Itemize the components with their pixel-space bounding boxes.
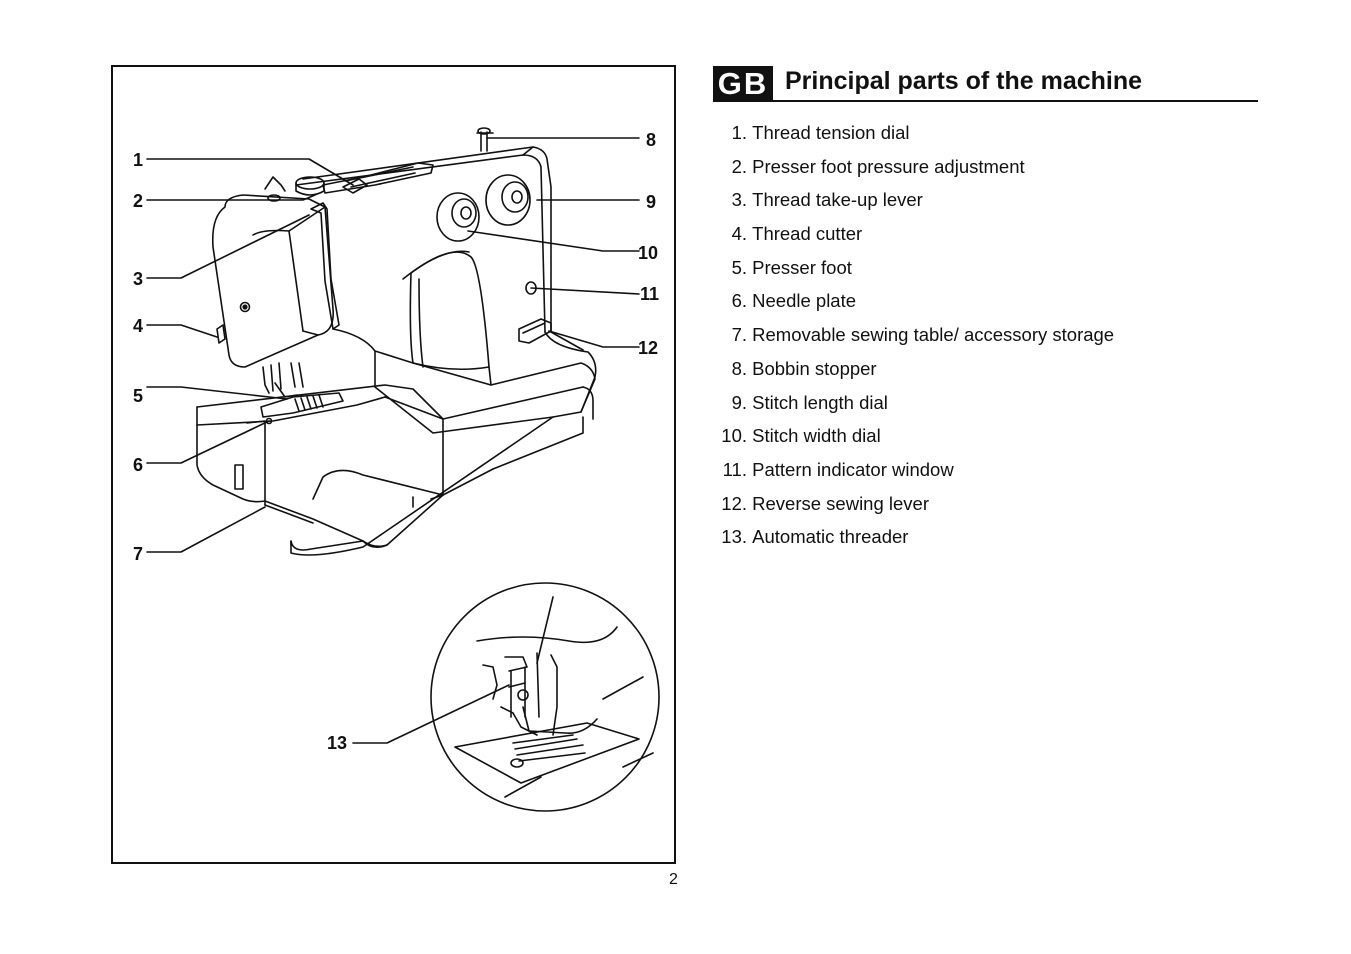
page-number: 2 [669,871,678,888]
item-number: 5. [731,256,747,278]
item-number: 7. [731,324,747,346]
list-item: 8. Bobbin stopper [713,357,1114,391]
callout-13: 13 [327,733,348,753]
list-item: 6. Needle plate [713,289,1114,323]
callout-6: 6 [133,455,144,475]
parts-list: 1. Thread tension dial 2. Presser foot p… [713,121,1114,559]
callout-2: 2 [133,191,144,211]
item-label: Needle plate [752,290,857,312]
item-label: Removable sewing table/ accessory storag… [752,324,1115,346]
item-number: 1. [731,122,747,143]
list-item: 1. Thread tension dial [713,121,1114,155]
item-label: Automatic threader [752,526,909,548]
callout-8: 8 [646,130,657,150]
list-item: 3. Thread take-up lever [713,188,1114,222]
list-item: 9. Stitch length dial [713,391,1114,425]
page-title: Principal parts of the machine [785,67,1143,95]
item-number: 12. [721,492,747,514]
item-number: 8. [731,357,747,379]
item-label: Presser foot [752,256,852,278]
callout-5: 5 [133,386,144,406]
callout-1: 1 [133,150,144,170]
callout-3: 3 [133,269,144,289]
language-badge: GB [713,66,773,101]
list-item: 2. Presser foot pressure adjustment [713,155,1114,189]
item-label: Thread tension dial [752,122,910,143]
list-item: 5. Presser foot [713,256,1114,290]
list-item: 13. Automatic threader [713,525,1114,559]
list-item: 10. Stitch width dial [713,424,1114,458]
item-number: 3. [731,189,747,211]
item-number: 9. [731,391,747,413]
item-label: Presser foot pressure adjustment [752,155,1025,177]
item-label: Stitch length dial [752,391,888,413]
callout-7: 7 [133,544,144,564]
list-item: 12. Reverse sewing lever [713,492,1114,526]
item-label: Thread take-up lever [752,189,923,211]
callout-11: 11 [640,284,660,304]
list-item: 7. Removable sewing table/ accessory sto… [713,323,1115,357]
item-number: 6. [731,290,747,312]
item-number: 13. [721,526,747,548]
item-label: Thread cutter [752,223,863,245]
callout-10: 10 [638,243,659,263]
item-label: Reverse sewing lever [752,492,929,514]
callout-12: 12 [638,338,659,358]
item-label: Pattern indicator window [752,458,954,480]
item-number: 4. [731,223,747,245]
sewing-machine-illustration [146,127,660,812]
callout-9: 9 [646,192,657,212]
machine-illustration-frame: 1 2 3 4 5 6 7 8 9 10 11 12 13 [111,65,676,864]
item-number: 2. [731,155,747,177]
section-heading: GB Principal parts of the machine [713,66,1258,102]
item-number: 10. [721,425,747,447]
list-item: 4. Thread cutter [713,222,1114,256]
list-item: 11. Pattern indicator window [713,458,1114,492]
callout-4: 4 [133,316,144,336]
item-label: Stitch width dial [752,425,881,447]
item-number: 11. [722,458,747,480]
item-label: Bobbin stopper [752,357,877,379]
